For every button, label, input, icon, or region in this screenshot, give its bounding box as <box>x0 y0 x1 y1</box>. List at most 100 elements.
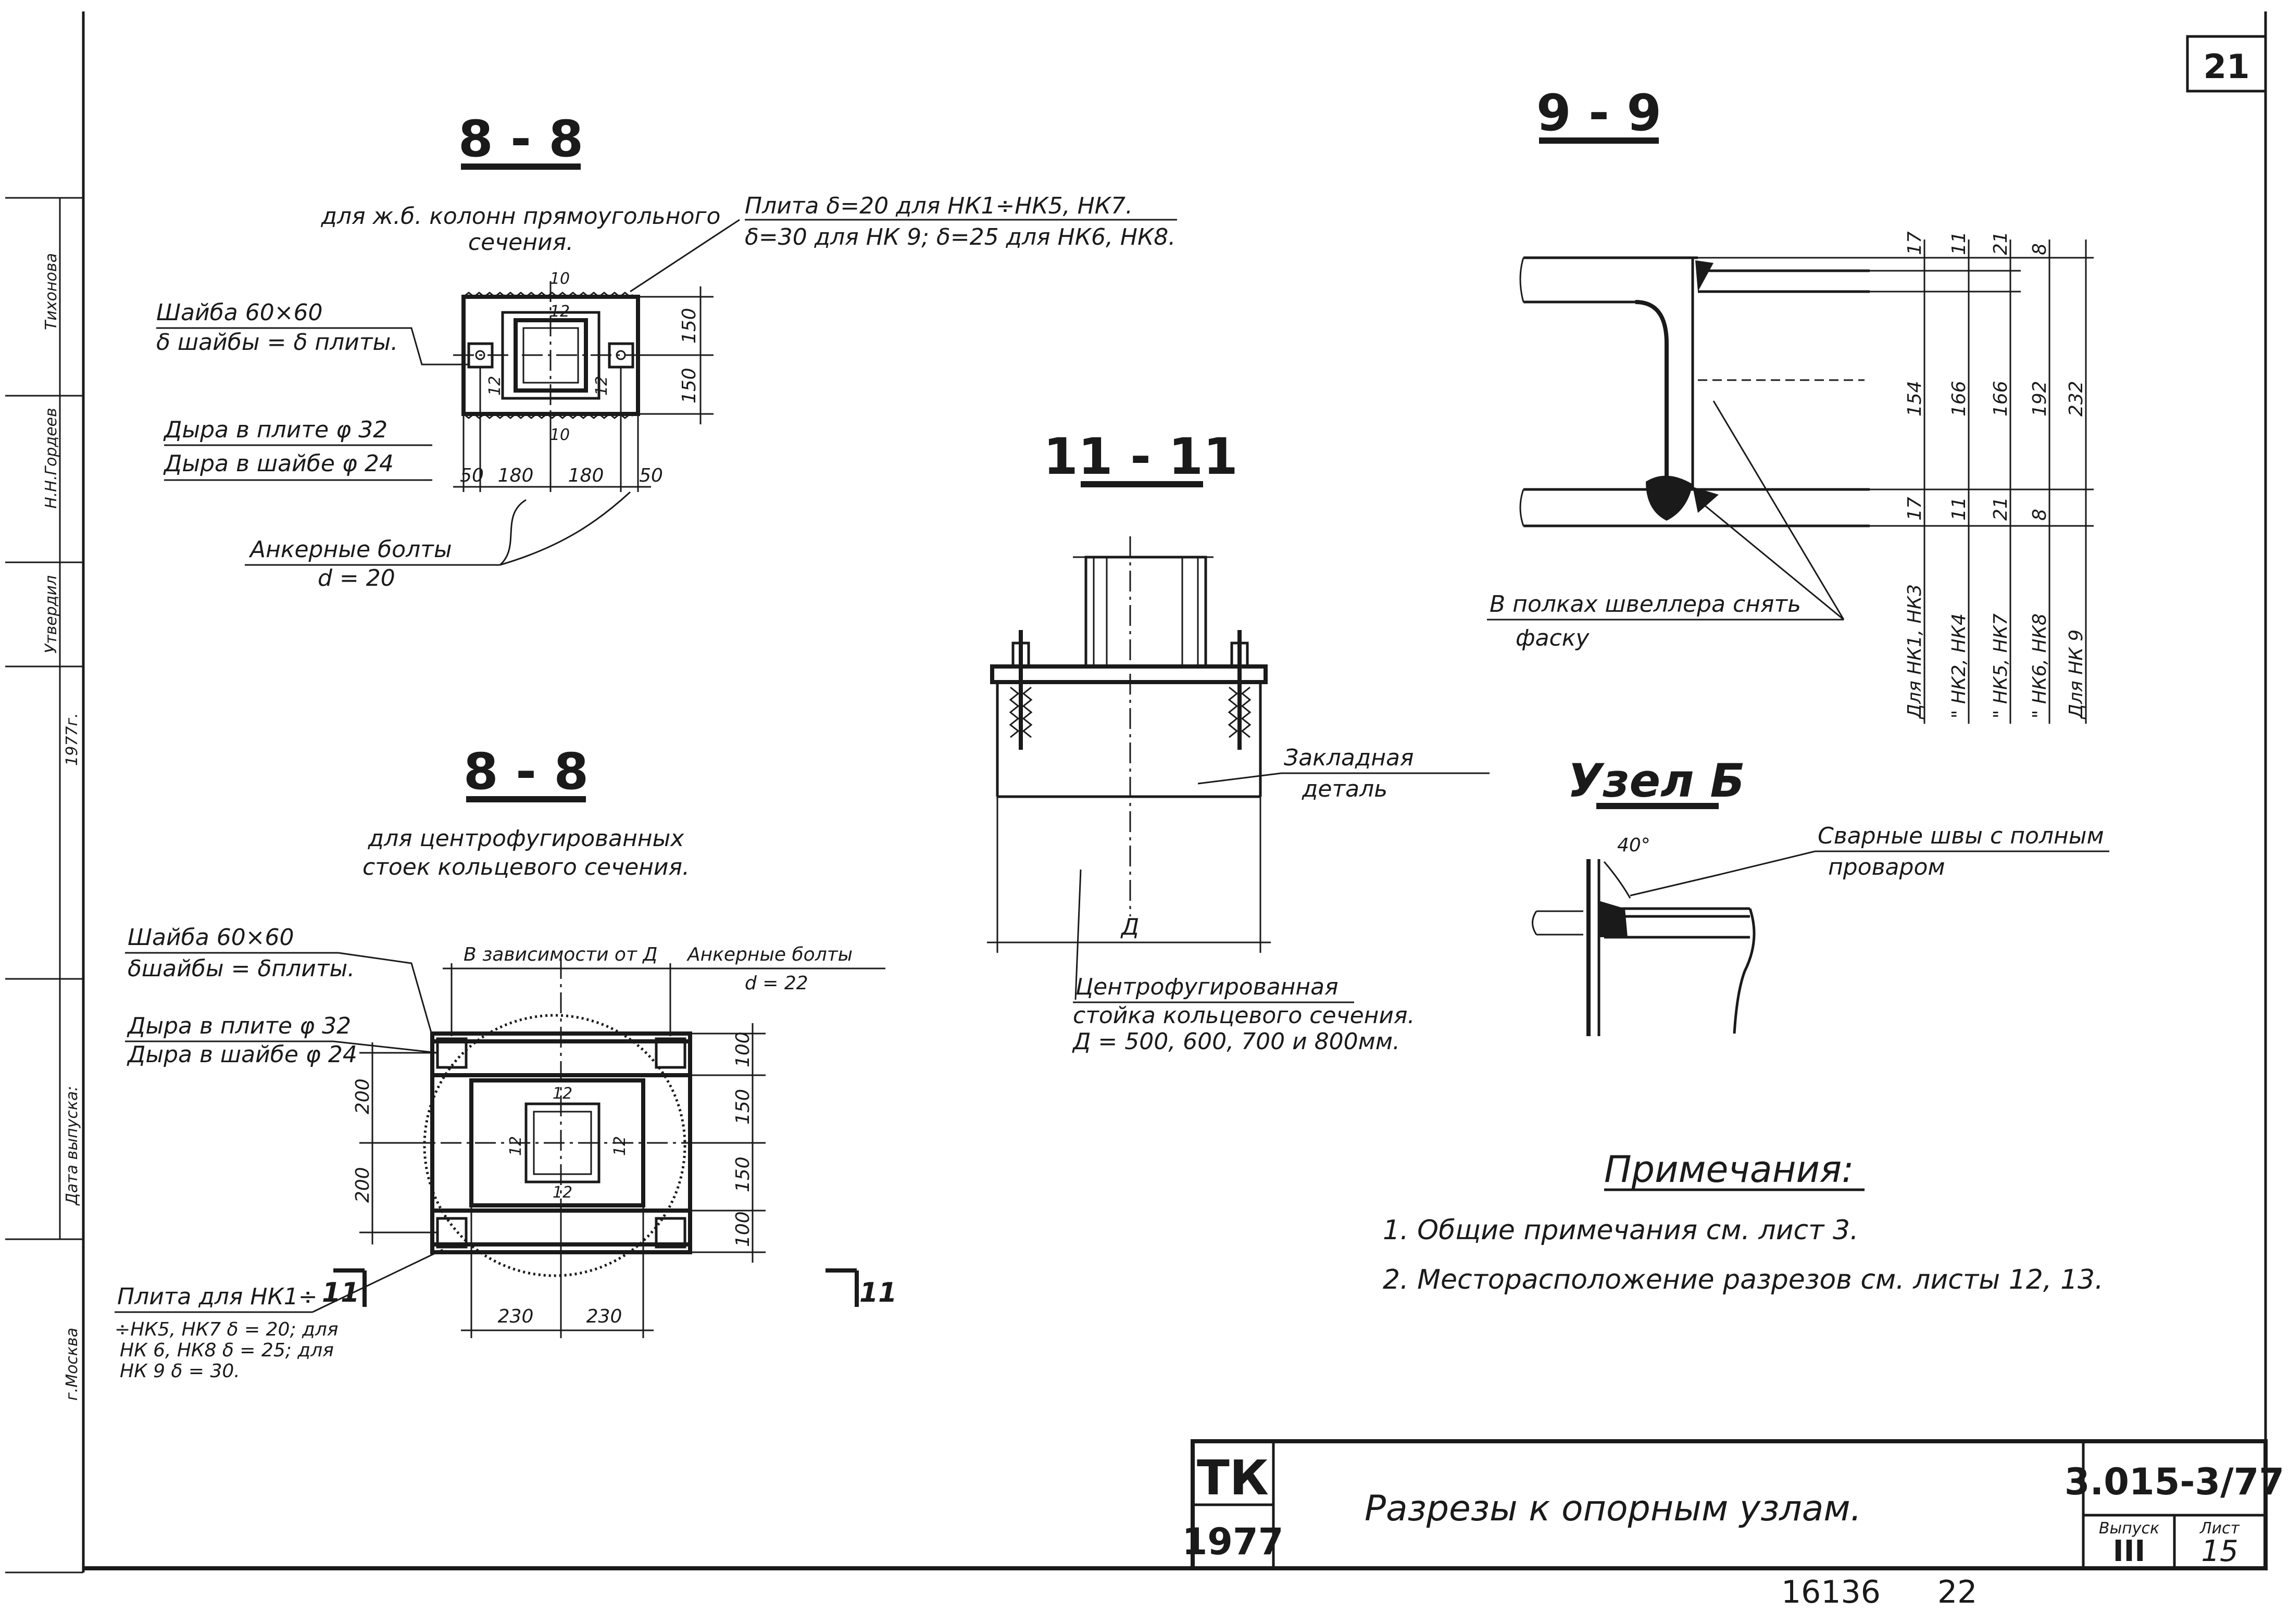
weld-1: Сварные швы с полным <box>1818 823 2104 849</box>
dim-v-0: 150 <box>679 308 700 344</box>
dim-12-right: 12 <box>593 376 611 396</box>
section-1111: 11 - 11 Д Закладная деталь Ц <box>987 427 1490 1055</box>
section-99: 9 - 9 17 11 21 8 154 166 166 <box>1487 84 2094 724</box>
section-88-top-title: 8 - 8 <box>458 110 583 168</box>
inventory-page: 22 <box>1937 1574 1977 1610</box>
series-code: 3.015-3/77 <box>2065 1461 2284 1503</box>
section-88-bottom-subtitle-1: для центрофугированных <box>368 825 685 852</box>
dim-D: Д <box>1120 914 1139 940</box>
dim-h-3: 50 <box>639 465 663 486</box>
for-label-0: Для НК1, НК3 <box>1904 584 1925 720</box>
org-year: 1977 <box>1182 1520 1284 1563</box>
section-88-bottom-title: 8 - 8 <box>464 742 589 801</box>
org-top: ТК <box>1197 1450 1269 1506</box>
dim-h-0: 50 <box>460 465 484 486</box>
washer-b-1: Шайба 60×60 <box>128 924 294 951</box>
washer-label-2: δ шайбы = δ плиты. <box>156 329 398 356</box>
for-label-2: " НК5, НК7 <box>1990 613 2011 719</box>
embed-1: Закладная <box>1284 745 1414 771</box>
dim-mid-2: 166 <box>1990 381 2011 417</box>
side-strip-item-5: г.Москва <box>63 1328 81 1401</box>
chamfer-2: фаску <box>1516 625 1590 651</box>
inventory-number: 16136 <box>1781 1574 1881 1610</box>
dim-bottom-1: 11 <box>1948 497 1970 521</box>
dim-12-b: 12 <box>507 1136 525 1156</box>
section-99-title: 9 - 9 <box>1536 84 1661 142</box>
side-strip-item-2: Утвердил <box>42 575 60 653</box>
section-88-bottom: 8 - 8 для центрофугированных стоек кольц… <box>115 742 897 1382</box>
notes: Примечания: 1. Общие примечания см. лист… <box>1383 1148 2104 1295</box>
washer-b-2: δшайбы = δплиты. <box>128 955 355 982</box>
hole-b-1: Дыра в плите φ 32 <box>127 1013 351 1039</box>
column-3: Д = 500, 600, 700 и 800мм. <box>1072 1028 1400 1055</box>
dim-h-1: 180 <box>498 465 534 486</box>
chamfer-1: В полках швеллера снять <box>1490 591 1801 618</box>
dim-h-bottom-0: 230 <box>498 1306 534 1327</box>
node-b-title: Узел Б <box>1568 754 1745 808</box>
depends-label: В зависимости от Д <box>464 944 658 965</box>
washer-label-1: Шайба 60×60 <box>156 299 323 326</box>
corner-number-box: 21 <box>2186 35 2267 93</box>
dim-top-0: 17 <box>1904 231 1925 255</box>
sheet-label: Лист <box>2199 1519 2241 1538</box>
for-label-3: " НК6, НК8 <box>2029 613 2050 719</box>
embed-2: деталь <box>1302 776 1387 802</box>
plate-note-2: δ=30 для НК 9; δ=25 для НК6, НК8. <box>745 224 1175 250</box>
notes-title: Примечания: <box>1604 1148 1854 1191</box>
plate-note-1: Плита δ=20 для НК1÷НК5, НК7. <box>745 193 1133 219</box>
side-strip-item-0: Тихонова <box>42 253 60 330</box>
dim-v-left-1: 200 <box>352 1167 373 1203</box>
dim-v-right-1: 150 <box>732 1089 754 1125</box>
dim-h-bottom-1: 230 <box>586 1306 622 1327</box>
sheet-value: 15 <box>2201 1534 2238 1568</box>
plate-b-1: Плита для НК1÷ <box>117 1283 318 1310</box>
dim-12-d: 12 <box>553 1184 572 1202</box>
dim-10-top: 10 <box>550 270 570 288</box>
dim-mid-3: 192 <box>2029 381 2050 417</box>
issue-label: Выпуск <box>2099 1519 2159 1538</box>
dim-h-2: 180 <box>568 465 604 486</box>
column-1: Центрофугированная <box>1075 974 1339 1000</box>
dim-v-1: 150 <box>679 368 700 404</box>
plate-b-3: НК 6, НК8 δ = 25; для <box>120 1340 334 1361</box>
dim-12-left: 12 <box>486 376 504 396</box>
weld-2: проваром <box>1828 854 1945 880</box>
notes-item-2: 2. Месторасположение разрезов см. листы … <box>1383 1264 2104 1295</box>
for-label-4: Для НК 9 <box>2066 630 2087 720</box>
dim-top-1: 11 <box>1948 231 1970 255</box>
dim-v-right-2: 150 <box>732 1156 754 1192</box>
plate-b-4: НК 9 δ = 30. <box>120 1361 240 1382</box>
node-b-angle: 40° <box>1617 835 1650 856</box>
node-b: Узел Б 40° Сварные швы с полным проваром <box>1532 754 2109 1036</box>
hole-b-2: Дыра в шайбе φ 24 <box>127 1041 357 1068</box>
dim-v-left-0: 200 <box>352 1078 373 1114</box>
dim-10-bottom: 10 <box>550 426 570 444</box>
notes-item-1: 1. Общие примечания см. лист 3. <box>1383 1215 1859 1246</box>
dim-bottom-0: 17 <box>1904 497 1925 521</box>
side-strip-item-1: Н.Н.Гордеев <box>42 408 60 509</box>
dim-bottom-2: 21 <box>1990 497 2011 521</box>
dim-top-3: 8 <box>2029 243 2050 255</box>
hole-label-1: Дыра в плите φ 32 <box>163 417 387 443</box>
section-88-top-subtitle-1: для ж.б. колонн прямоугольного <box>321 203 721 230</box>
cut-mark-right: 11 <box>859 1277 897 1308</box>
dim-v-right-3: 100 <box>732 1211 754 1247</box>
dim-mid-1: 166 <box>1948 381 1970 417</box>
issue-value: III <box>2113 1534 2146 1568</box>
cut-mark-left: 11 <box>322 1277 359 1308</box>
bolts-bottom-2: d = 22 <box>745 973 808 994</box>
dim-top-2: 21 <box>1990 231 2011 255</box>
dim-12-c: 12 <box>611 1136 629 1156</box>
column-2: стойка кольцевого сечения. <box>1073 1002 1415 1029</box>
bolts-label-1: Анкерные болты <box>248 536 452 563</box>
side-strip: Тихонова Н.Н.Гордеев Утвердил 1977г. Дат… <box>5 197 83 1401</box>
section-88-bottom-subtitle-2: стоек кольцевого сечения. <box>362 854 690 880</box>
section-88-top-subtitle-2: сечения. <box>468 229 573 256</box>
side-strip-item-3: 1977г. <box>63 713 81 766</box>
plate-b-2: ÷НК5, НК7 δ = 20; для <box>115 1319 339 1340</box>
title-block: ТК 1977 Разрезы к опорным узлам. 3.015-3… <box>1182 1439 2284 1570</box>
dim-12-a: 12 <box>553 1085 572 1103</box>
section-88-top: 8 - 8 для ж.б. колонн прямоугольного сеч… <box>156 110 1177 591</box>
for-label-1: " НК2, НК4 <box>1948 613 1970 719</box>
